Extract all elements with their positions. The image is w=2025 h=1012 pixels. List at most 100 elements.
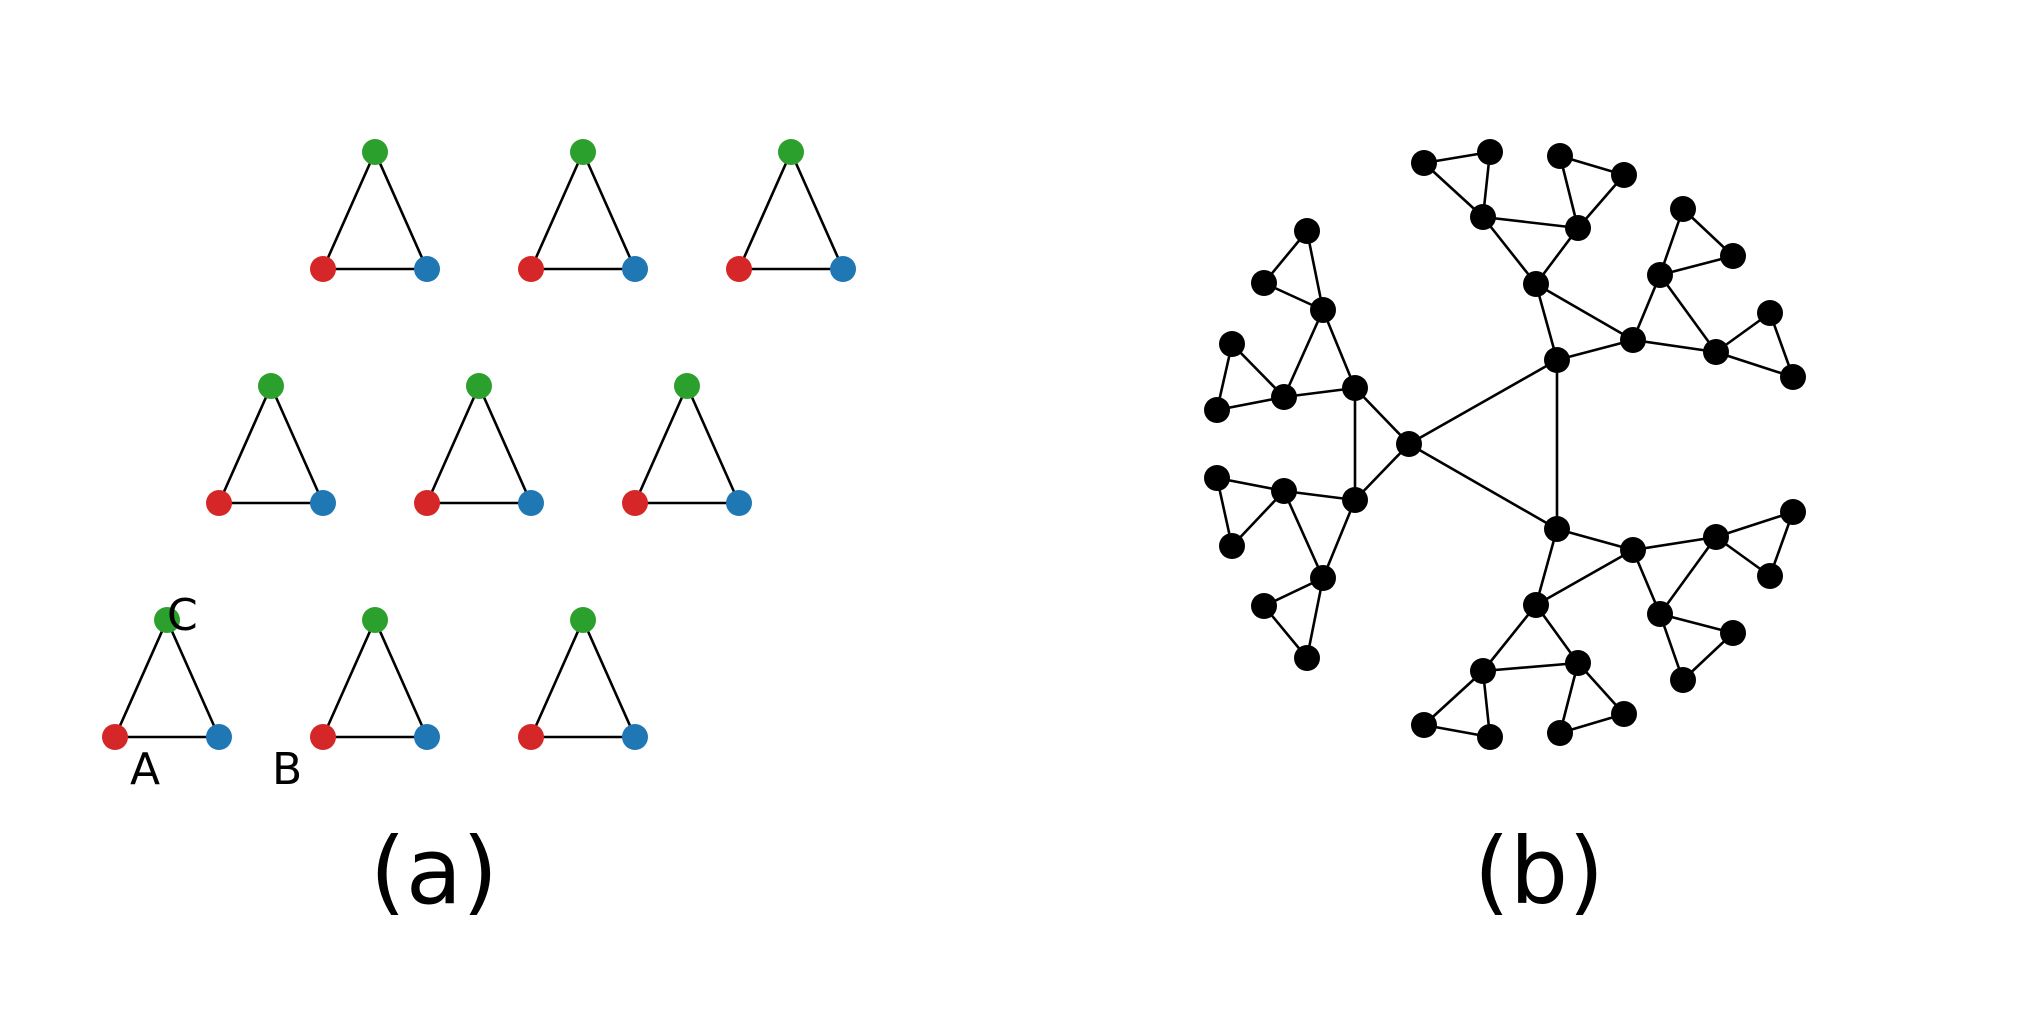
cactus-edge bbox=[1481, 603, 1538, 673]
cactus-node bbox=[1219, 533, 1245, 559]
cactus-node bbox=[1611, 701, 1637, 727]
kagome-bond bbox=[425, 384, 481, 505]
site-b-node bbox=[206, 724, 232, 750]
cactus-node bbox=[1647, 601, 1673, 627]
site-label-c: C bbox=[167, 590, 198, 641]
cactus-node bbox=[1411, 150, 1437, 176]
cactus-edge bbox=[1282, 308, 1325, 399]
kagome-bond bbox=[373, 150, 429, 271]
site-a-node bbox=[518, 724, 544, 750]
cactus-edge bbox=[1321, 498, 1357, 580]
site-c-node bbox=[466, 373, 492, 399]
cactus-edge bbox=[1481, 215, 1538, 286]
kagome-bond bbox=[581, 618, 637, 739]
cactus-node bbox=[1611, 162, 1637, 188]
cactus-node bbox=[1670, 667, 1696, 693]
cactus-edge bbox=[1534, 548, 1635, 607]
cactus-edge bbox=[1422, 669, 1485, 727]
kagome-bond bbox=[477, 384, 533, 505]
kagome-bond bbox=[165, 618, 221, 739]
site-c-node bbox=[258, 373, 284, 399]
cactus-node bbox=[1523, 271, 1549, 297]
cactus-node bbox=[1544, 516, 1570, 542]
cactus-node bbox=[1470, 204, 1496, 230]
site-a-node bbox=[518, 256, 544, 282]
cactus-node bbox=[1342, 375, 1368, 401]
cactus-edge bbox=[1422, 161, 1485, 219]
cactus-edge bbox=[1658, 273, 1718, 354]
kagome-bond bbox=[269, 384, 325, 505]
kagome-bond bbox=[529, 150, 585, 271]
cactus-node bbox=[1620, 327, 1646, 353]
cactus-node bbox=[1470, 658, 1496, 684]
cactus-node bbox=[1565, 215, 1591, 241]
site-b-node bbox=[726, 490, 752, 516]
site-a-node bbox=[622, 490, 648, 516]
site-c-node bbox=[362, 607, 388, 633]
cactus-edge bbox=[1534, 282, 1559, 362]
kagome-bond bbox=[737, 150, 793, 271]
site-b-node bbox=[414, 256, 440, 282]
kagome-bond bbox=[373, 618, 429, 739]
cactus-node bbox=[1720, 620, 1746, 646]
cactus-node bbox=[1204, 465, 1230, 491]
cactus-node bbox=[1544, 347, 1570, 373]
cactus-node bbox=[1565, 650, 1591, 676]
cactus-node bbox=[1396, 431, 1422, 457]
kagome-bond bbox=[789, 150, 845, 271]
cactus-node bbox=[1703, 524, 1729, 550]
site-b-node bbox=[622, 256, 648, 282]
cactus-node bbox=[1310, 565, 1336, 591]
cactus-node bbox=[1670, 196, 1696, 222]
cactus-edge bbox=[1407, 358, 1559, 446]
kagome-lattice-panel: A B C (a) bbox=[102, 139, 856, 925]
site-a-node bbox=[726, 256, 752, 282]
kagome-bond bbox=[581, 150, 637, 271]
cactus-node bbox=[1251, 270, 1277, 296]
site-b-node bbox=[830, 256, 856, 282]
site-c-node bbox=[674, 373, 700, 399]
site-label-a: A bbox=[130, 744, 160, 795]
cactus-node bbox=[1271, 384, 1297, 410]
cactus-node bbox=[1757, 563, 1783, 589]
site-b-node bbox=[414, 724, 440, 750]
kagome-bond bbox=[217, 384, 273, 505]
cactus-node bbox=[1342, 487, 1368, 513]
cactus-edge bbox=[1555, 338, 1635, 362]
cactus-node bbox=[1523, 592, 1549, 618]
site-a-node bbox=[310, 724, 336, 750]
cactus-node bbox=[1251, 593, 1277, 619]
site-c-node bbox=[570, 139, 596, 165]
cactus-edge bbox=[1714, 510, 1795, 539]
cactus-node bbox=[1620, 537, 1646, 563]
cactus-edge bbox=[1534, 527, 1559, 607]
cactus-edge bbox=[1321, 308, 1357, 390]
cactus-node bbox=[1411, 712, 1437, 738]
cactus-edge bbox=[1534, 282, 1635, 342]
cactus-node bbox=[1204, 397, 1230, 423]
cactus-edge bbox=[1305, 229, 1325, 312]
cactus-edge bbox=[1631, 338, 1718, 354]
panel-a-caption: (a) bbox=[370, 818, 498, 925]
site-c-node bbox=[154, 607, 180, 633]
cactus-node bbox=[1310, 297, 1336, 323]
kagome-bond bbox=[321, 618, 377, 739]
cactus-node bbox=[1547, 143, 1573, 169]
cactus-node bbox=[1757, 300, 1783, 326]
kagome-bond bbox=[529, 618, 585, 739]
cactus-edge bbox=[1658, 535, 1718, 616]
cactus-edge bbox=[1282, 489, 1325, 580]
cactus-edge bbox=[1631, 535, 1718, 552]
husimi-cactus-panel: (b) bbox=[1204, 139, 1806, 925]
cactus-nodes bbox=[1204, 139, 1806, 750]
site-a-node bbox=[102, 724, 128, 750]
cactus-node bbox=[1477, 724, 1503, 750]
site-b-node bbox=[622, 724, 648, 750]
cactus-edge bbox=[1714, 350, 1795, 379]
kagome-bond bbox=[633, 384, 689, 505]
site-label-b: B bbox=[272, 744, 302, 795]
cactus-edge bbox=[1481, 215, 1580, 230]
kagome-nodes bbox=[102, 139, 856, 750]
site-b-node bbox=[310, 490, 336, 516]
cactus-node bbox=[1477, 139, 1503, 165]
